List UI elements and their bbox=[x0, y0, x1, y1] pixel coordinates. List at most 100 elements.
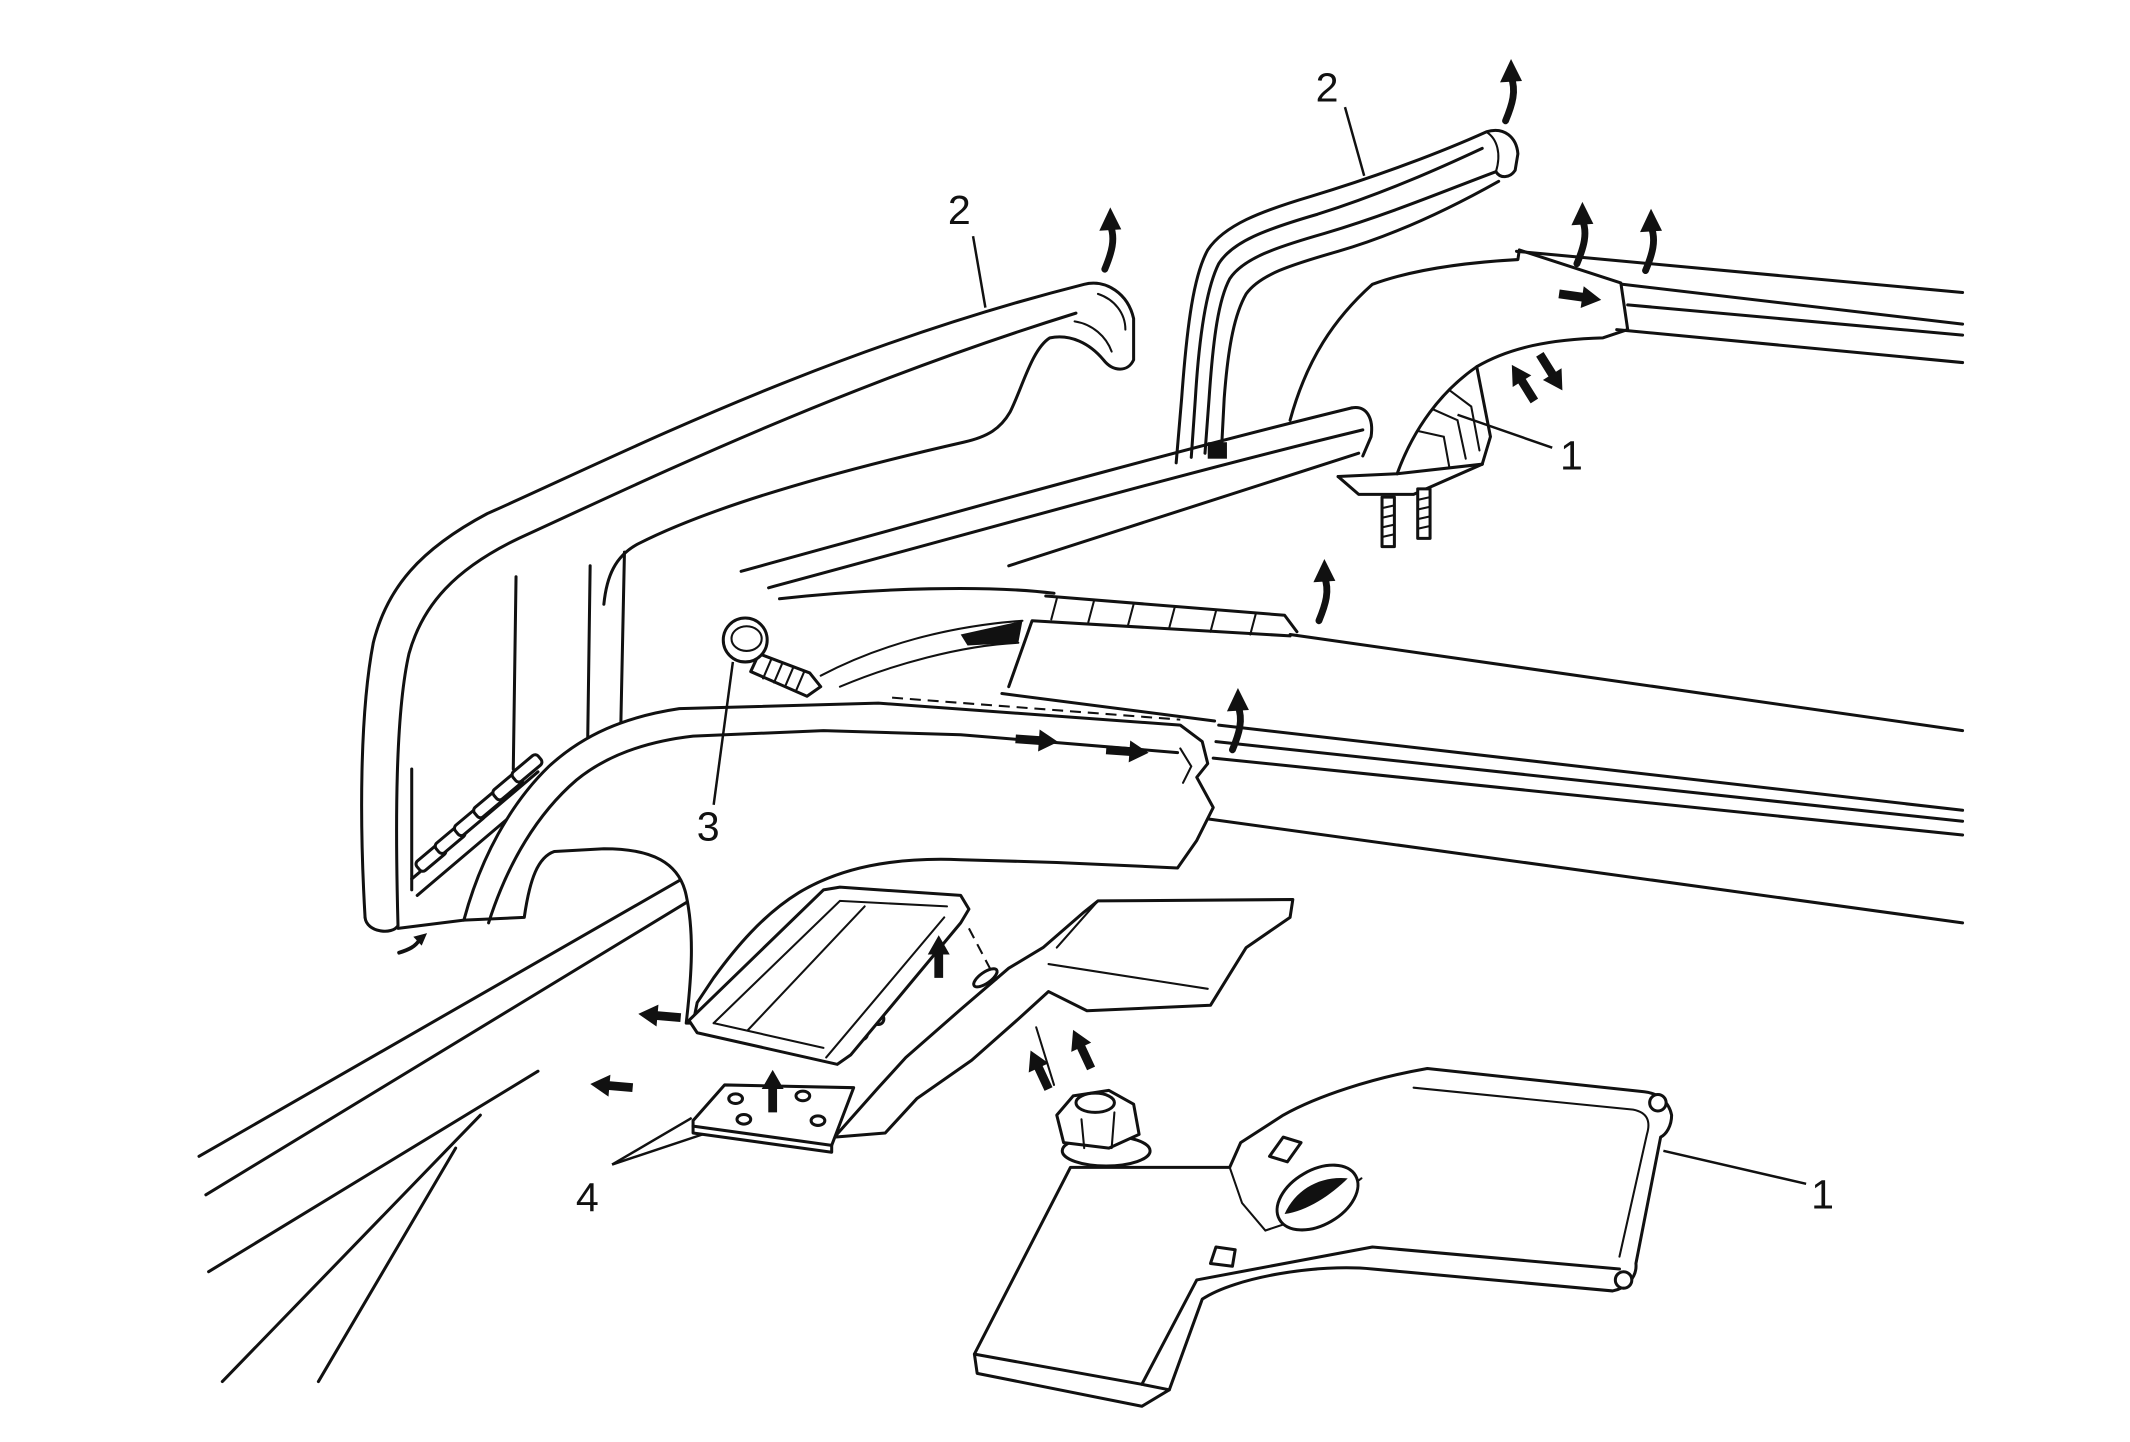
slide-arrow bbox=[589, 1073, 634, 1099]
slide-arrow bbox=[637, 1002, 682, 1029]
slide-arrow bbox=[1020, 1045, 1059, 1094]
lift-arrow bbox=[1099, 207, 1121, 269]
end-cap-hook-detail bbox=[1096, 292, 1127, 331]
side-rail-line bbox=[396, 918, 466, 930]
leader-line bbox=[611, 1133, 704, 1166]
stud-threads bbox=[1416, 496, 1432, 530]
mounting-stud bbox=[1380, 495, 1396, 549]
side-rail-line bbox=[220, 1113, 482, 1384]
support-recess-line bbox=[1418, 430, 1451, 468]
cover-tab bbox=[1208, 1245, 1237, 1268]
cover-socket-shadow bbox=[1284, 1177, 1348, 1215]
rail-top-edge bbox=[767, 428, 1365, 590]
end-cap-foot bbox=[1207, 442, 1227, 459]
lift-arrow bbox=[1640, 209, 1662, 271]
crossbar-line bbox=[1214, 740, 1965, 823]
end-cap-outer-edge bbox=[360, 281, 1136, 919]
leader-line bbox=[971, 236, 987, 308]
lift-arrow bbox=[1227, 688, 1249, 750]
end-cap-hook-detail bbox=[1485, 130, 1500, 173]
end-cap-inner-edge bbox=[1203, 170, 1498, 455]
rib bbox=[1050, 597, 1257, 636]
callout-labels: 2 2 1 1 3 4 bbox=[576, 65, 1834, 1221]
channel-clip-wall bbox=[712, 899, 949, 1025]
channel-clip-wall bbox=[825, 916, 946, 1059]
rear-support bbox=[1288, 248, 1630, 549]
right-end-cap bbox=[1174, 129, 1520, 465]
crossbar-end bbox=[778, 586, 1299, 723]
callout-label: 2 bbox=[1316, 65, 1339, 111]
crossbar-line bbox=[1288, 632, 1965, 733]
end-cap-inner-wall bbox=[618, 550, 626, 750]
slide-arrow bbox=[1063, 1025, 1102, 1074]
side-rail-line bbox=[316, 1146, 458, 1384]
end-cap-inner-edge bbox=[1189, 146, 1484, 459]
front-support-cover bbox=[972, 1066, 1674, 1408]
rail-top-edge bbox=[739, 406, 1354, 573]
callout-label: 2 bbox=[948, 187, 971, 233]
plate-hole bbox=[735, 1112, 753, 1126]
cover-mount-hole bbox=[1648, 1093, 1668, 1113]
end-cap-rim bbox=[395, 311, 1078, 928]
support-base bbox=[1336, 462, 1484, 479]
side-rail-line bbox=[204, 899, 691, 1197]
slide-arrow bbox=[1530, 348, 1572, 397]
nut-flats bbox=[1080, 1111, 1116, 1150]
front-support-notch bbox=[1179, 747, 1193, 784]
lift-arrow bbox=[1571, 202, 1593, 264]
mounting-stud bbox=[1416, 487, 1432, 540]
end-cap-outer-edge bbox=[1174, 129, 1520, 465]
clip-tooth bbox=[510, 753, 544, 784]
callout-label: 4 bbox=[576, 1174, 599, 1220]
channel-clip bbox=[687, 885, 971, 1066]
fastener-bolt bbox=[721, 616, 823, 698]
roof-rail-lines bbox=[197, 249, 1965, 1384]
support-recess-line bbox=[1431, 408, 1467, 460]
rear-rail-line bbox=[1615, 328, 1965, 365]
leader-line bbox=[1663, 1149, 1807, 1186]
rib-block-base bbox=[1007, 619, 1292, 689]
clip-assembly bbox=[687, 885, 1295, 1154]
rail-lower-edge bbox=[1007, 451, 1361, 568]
rib-block-top bbox=[1044, 594, 1299, 634]
cover-slot bbox=[1267, 1135, 1303, 1164]
leader-line bbox=[712, 661, 735, 805]
stud-threads bbox=[1381, 504, 1396, 539]
callout-label: 1 bbox=[1560, 433, 1583, 479]
nut-top bbox=[1074, 1091, 1116, 1114]
plate-hole bbox=[809, 1114, 827, 1127]
crossbar-front-face bbox=[1000, 692, 1217, 723]
crossbar-line bbox=[1211, 756, 1965, 837]
lift-arrow bbox=[1500, 59, 1522, 121]
slide-arrow bbox=[1557, 283, 1603, 311]
front-support-slots bbox=[891, 696, 1181, 721]
alignment-line bbox=[968, 927, 998, 982]
mounting-bracket bbox=[832, 898, 1295, 1139]
lift-arrow bbox=[1313, 559, 1335, 621]
side-rail-line bbox=[207, 1069, 540, 1274]
support-cover-edge bbox=[1288, 248, 1630, 476]
callout-label: 3 bbox=[697, 803, 720, 849]
crossbar-line bbox=[1217, 723, 1965, 812]
side-rail-line bbox=[197, 877, 684, 1158]
support-base bbox=[1336, 462, 1484, 496]
nut bbox=[1055, 1088, 1152, 1168]
front-support bbox=[462, 696, 1215, 1025]
crossbar-shadow bbox=[960, 620, 1023, 646]
end-cap-inner-wall bbox=[585, 564, 592, 764]
cover-inner-rim bbox=[1412, 1086, 1650, 1258]
end-cap-inner-wall bbox=[511, 575, 518, 771]
leader-lines bbox=[611, 106, 1807, 1186]
slide-arrow bbox=[1502, 359, 1544, 407]
front-support-body bbox=[462, 701, 1215, 1025]
crossbar-shadow-line bbox=[838, 641, 1020, 688]
diagonal-rail bbox=[739, 406, 1374, 590]
crossbar-top-curve bbox=[778, 586, 1056, 601]
bolt-shank bbox=[749, 652, 823, 698]
bracket-fold bbox=[1047, 963, 1209, 990]
alignment-line bbox=[1035, 1026, 1056, 1086]
support-recess-line bbox=[1448, 388, 1481, 452]
crossbar-shadow-line bbox=[819, 619, 1024, 677]
rotate-arrow bbox=[395, 926, 433, 962]
